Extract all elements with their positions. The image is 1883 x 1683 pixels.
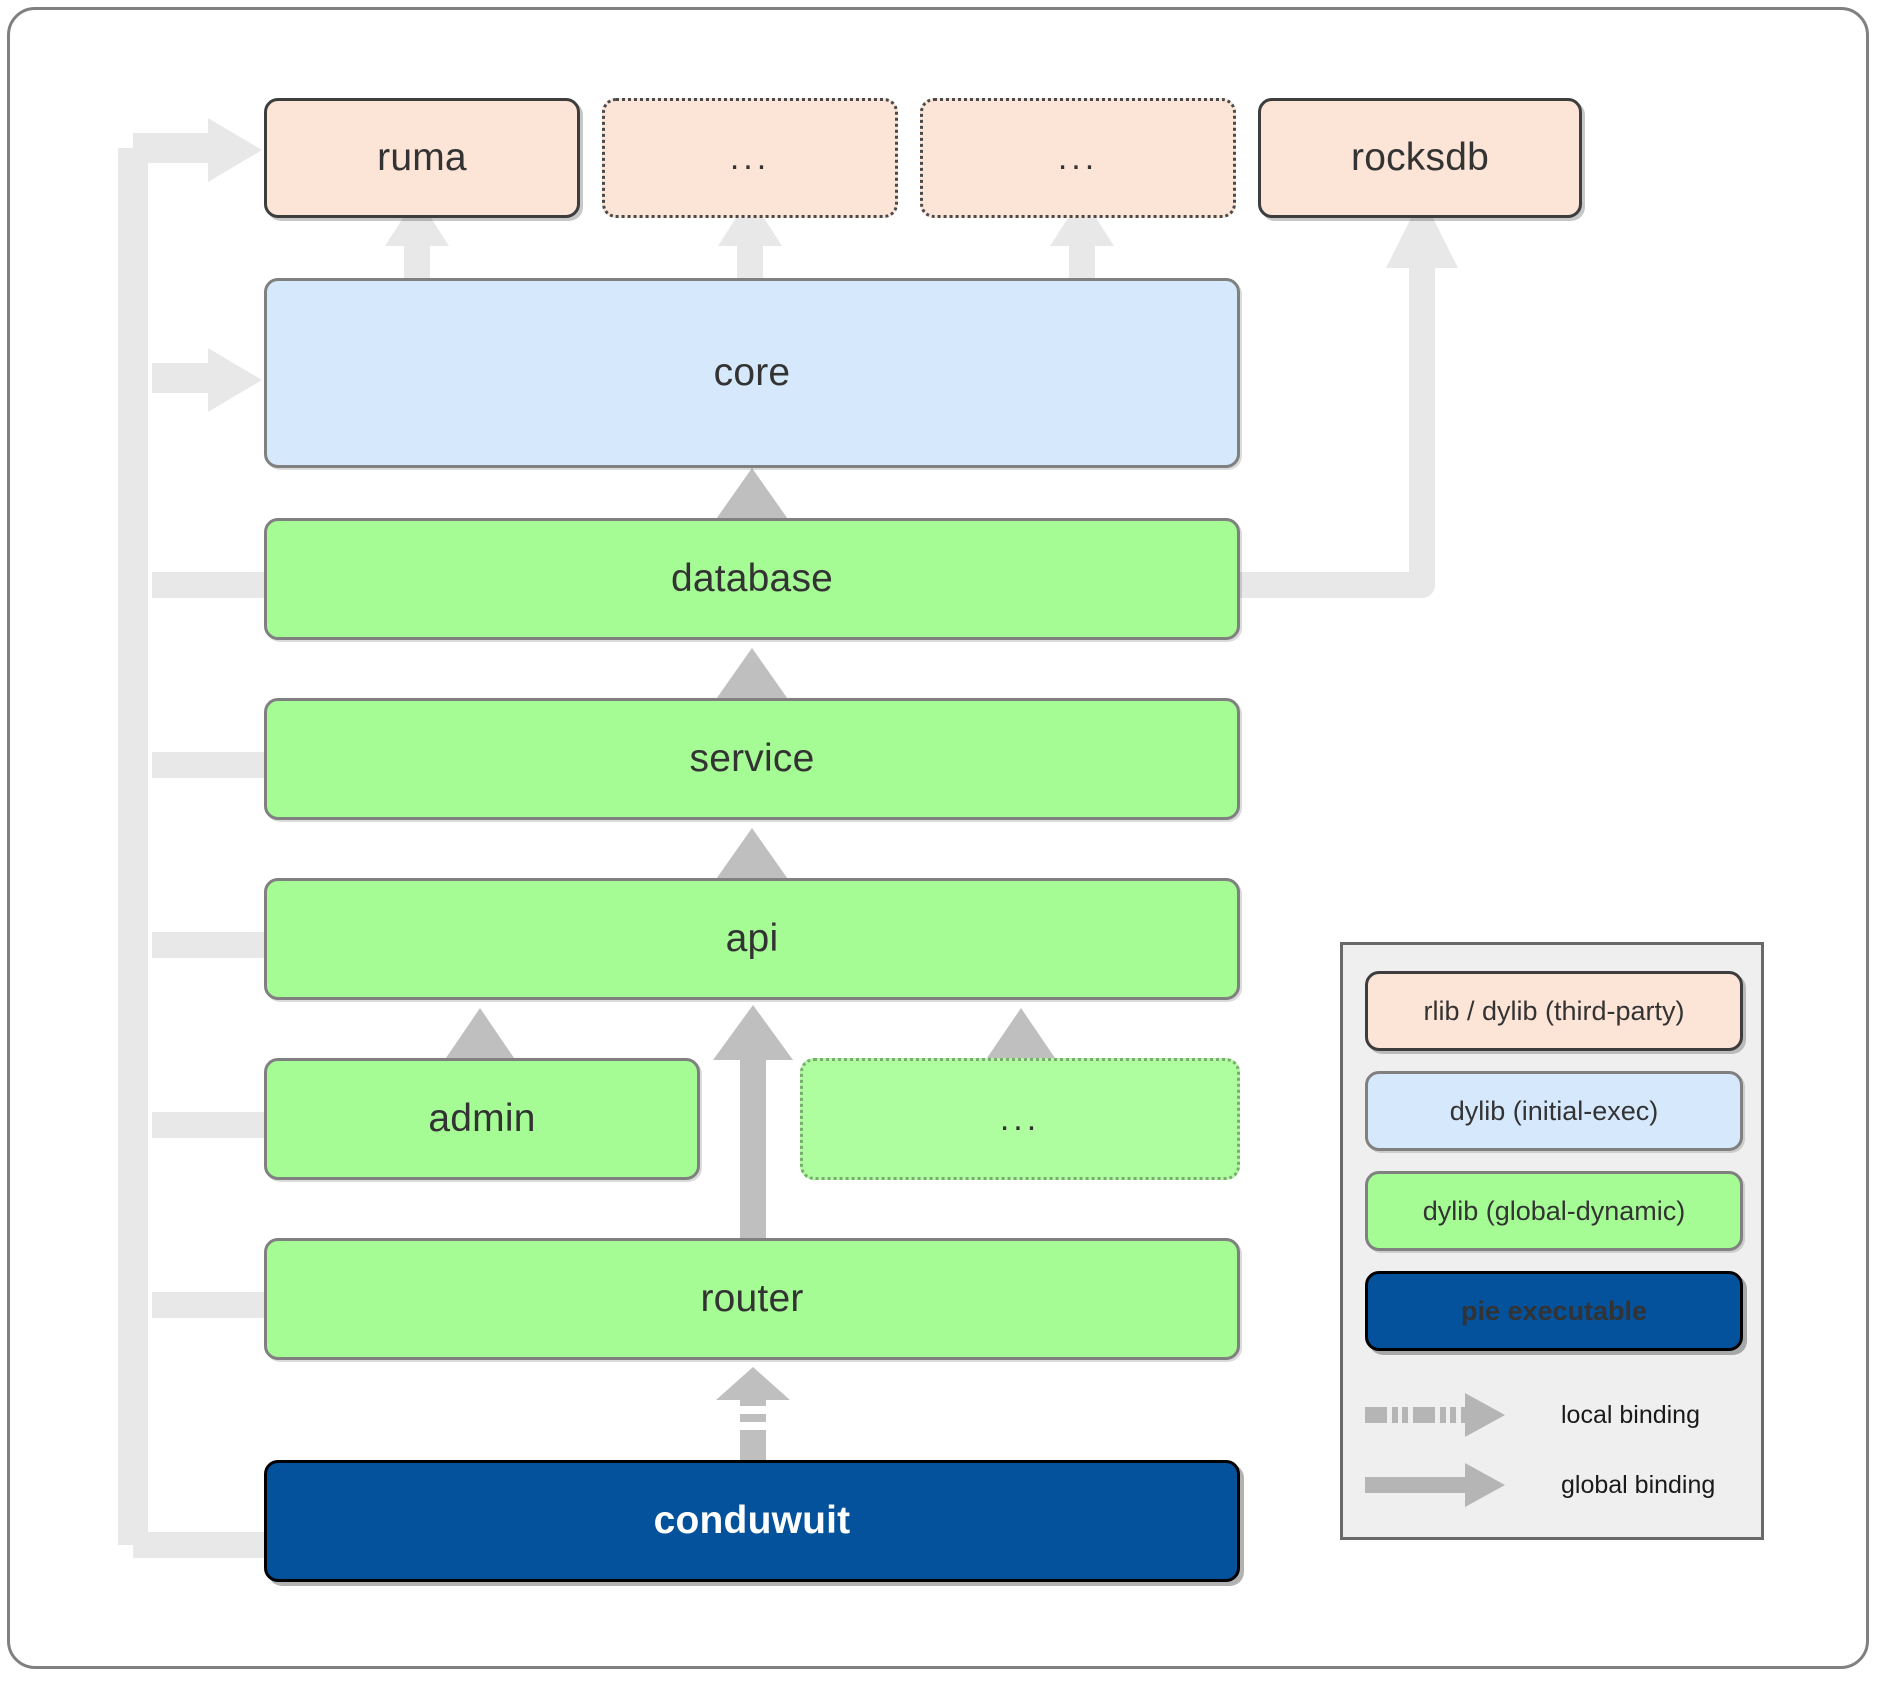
edge-core-to-dots-top2 [1050, 196, 1114, 286]
edge-conduwuit-to-ruma-arrowhead [208, 118, 262, 182]
node-database[interactable]: database [264, 518, 1240, 640]
node-admin-label: admin [428, 1097, 536, 1140]
legend-item-global-dynamic: dylib (global-dynamic) [1365, 1171, 1743, 1251]
node-service-label: service [689, 737, 815, 780]
node-api-label: api [725, 917, 779, 960]
edge-conduwuit-to-core-arrowhead [208, 348, 262, 412]
edge-core-to-dots-top1 [718, 196, 782, 286]
node-admin[interactable]: admin [264, 1058, 700, 1180]
edge-router-to-api [713, 1005, 793, 1245]
node-rocksdb[interactable]: rocksdb [1258, 98, 1582, 218]
node-database-label: database [670, 557, 834, 600]
node-ruma-label: ruma [377, 136, 467, 179]
legend-arrow-global-binding-label: global binding [1561, 1470, 1716, 1499]
node-dots-top1-label: ... [729, 138, 771, 177]
node-core[interactable]: core [264, 278, 1240, 468]
node-dots-top2-label: ... [1057, 138, 1099, 177]
legend-item-initial-exec-label: dylib (initial-exec) [1449, 1095, 1659, 1126]
node-core-label: core [713, 351, 791, 394]
node-api[interactable]: api [264, 878, 1240, 1000]
edge-database-to-rocksdb [1240, 196, 1458, 598]
node-router[interactable]: router [264, 1238, 1240, 1360]
node-conduwuit-label: conduwuit [653, 1499, 851, 1542]
edge-core-to-ruma [385, 196, 449, 286]
legend-arrow-local-binding: local binding [1365, 1385, 1745, 1445]
legend-arrow-local-binding-label: local binding [1561, 1400, 1700, 1429]
legend-item-third-party-label: rlib / dylib (third-party) [1423, 995, 1685, 1026]
node-dots-mid[interactable]: ... [800, 1058, 1240, 1180]
node-ruma[interactable]: ruma [264, 98, 580, 218]
legend-item-third-party: rlib / dylib (third-party) [1365, 971, 1743, 1051]
legend-arrow-global-binding: global binding [1365, 1455, 1745, 1515]
node-router-label: router [700, 1277, 804, 1320]
node-dots-mid-label: ... [999, 1099, 1041, 1138]
dashed-arrow-icon [1365, 1389, 1515, 1441]
legend-item-pie-executable-label: pie executable [1460, 1295, 1648, 1326]
node-dots-top1[interactable]: ... [602, 98, 898, 218]
node-rocksdb-label: rocksdb [1351, 136, 1489, 179]
legend-item-pie-executable: pie executable [1365, 1271, 1743, 1351]
edge-conduwuit-to-router-local [716, 1367, 790, 1462]
solid-arrow-icon [1365, 1459, 1515, 1511]
legend-item-initial-exec: dylib (initial-exec) [1365, 1071, 1743, 1151]
node-service[interactable]: service [264, 698, 1240, 820]
node-conduwuit[interactable]: conduwuit [264, 1460, 1240, 1582]
legend-panel: rlib / dylib (third-party) dylib (initia… [1340, 942, 1764, 1540]
node-dots-top2[interactable]: ... [920, 98, 1236, 218]
legend-item-global-dynamic-label: dylib (global-dynamic) [1422, 1195, 1686, 1226]
